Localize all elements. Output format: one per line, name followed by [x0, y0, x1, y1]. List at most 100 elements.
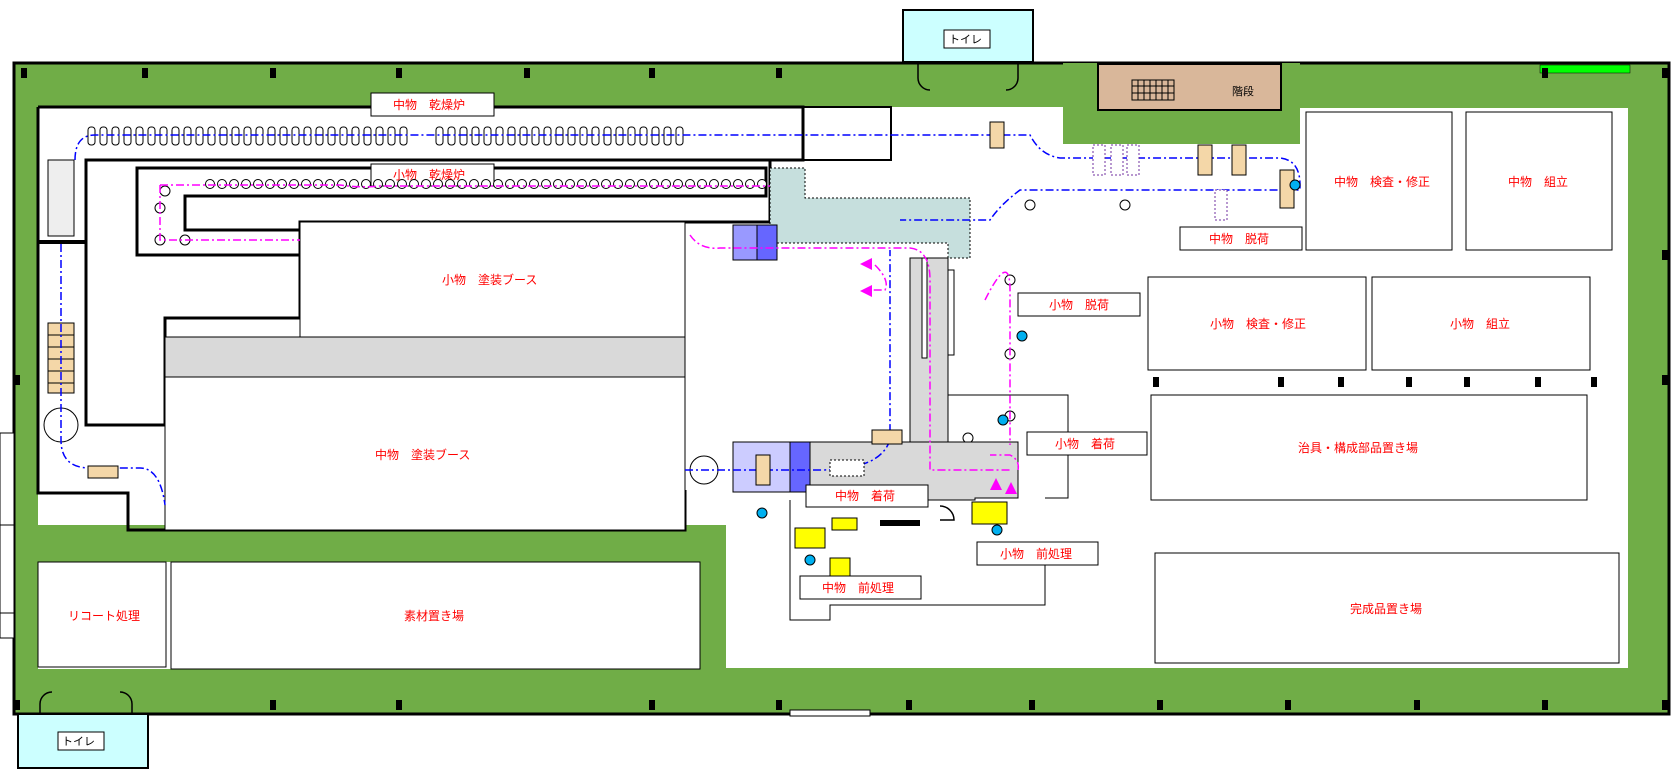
carrier-icon	[529, 179, 539, 189]
carrier-icon	[1119, 199, 1131, 211]
hanger-icon	[531, 126, 540, 146]
gray-vertical-track	[909, 257, 949, 443]
hanger-icon	[555, 126, 564, 146]
carrier-icon	[445, 179, 455, 189]
carrier-icon	[601, 179, 611, 189]
recoat-label: リコート処理	[68, 609, 140, 623]
pretreat-machine-5	[880, 520, 920, 526]
hanger-icon	[315, 126, 324, 146]
carrier-icon	[277, 179, 287, 189]
carrier-icon	[589, 179, 599, 189]
hanger-icon	[675, 126, 684, 146]
hanger-icon	[147, 126, 156, 146]
stairs	[1097, 63, 1282, 111]
hanger-icon	[507, 126, 516, 146]
west-lift-column	[38, 240, 86, 244]
hanger-icon	[495, 126, 504, 146]
small-inspect-room	[1147, 276, 1367, 371]
small-load-tag	[1026, 431, 1148, 456]
medium-paint-booth-label: 中物 塗装ブース	[375, 447, 470, 462]
oven-extension	[802, 106, 892, 161]
hanger-icon	[615, 126, 624, 146]
carrier-icon	[253, 179, 263, 189]
carrier-icon	[685, 179, 695, 189]
hanger-icon	[255, 126, 264, 146]
hanger-icon	[231, 126, 240, 146]
carrier-icon	[159, 185, 171, 197]
hanger-icon	[471, 126, 480, 146]
hanger-icon	[627, 126, 636, 146]
hanger-icon	[159, 126, 168, 146]
small-dry-oven-label: 小物 乾燥炉	[393, 168, 465, 182]
small-conveyor-line	[159, 184, 1020, 471]
carrier-icon	[265, 179, 275, 189]
hanger-outline-icon	[1092, 144, 1228, 221]
jig-parts-storage	[1150, 394, 1588, 501]
recoat-room	[37, 561, 167, 668]
hanger-icon	[87, 126, 96, 146]
small-paint-booth	[299, 221, 686, 338]
hanger-icon	[111, 126, 120, 146]
small-assembly-label: 小物 組立	[1450, 316, 1510, 331]
pretreat-machine-1	[794, 527, 826, 549]
hanger-icon	[387, 126, 396, 146]
hanger-icon	[135, 126, 144, 146]
carrier-icon	[241, 179, 251, 189]
teal-equipment-area	[769, 167, 971, 259]
carrier-icon	[721, 179, 731, 189]
medium-inspect-room	[1305, 111, 1453, 251]
exit-strip	[1539, 64, 1631, 74]
carrier-icon	[421, 179, 431, 189]
hanger-icon	[195, 126, 204, 146]
hanger-icon	[483, 126, 492, 146]
carrier-icon	[709, 179, 719, 189]
material-storage	[170, 561, 701, 670]
hanger-icon	[351, 126, 360, 146]
carrier-icon	[337, 179, 347, 189]
hanger-icon	[99, 126, 108, 146]
hanger-icon	[243, 126, 252, 146]
carrier-icon	[457, 179, 467, 189]
carrier-icon	[481, 179, 491, 189]
hanger-icon	[171, 126, 180, 146]
small-pretreat-label: 小物 前処理	[1000, 546, 1072, 561]
finished-storage-label: 完成品置き場	[1350, 601, 1422, 616]
arrow-icon	[860, 258, 1017, 494]
carrier-icon	[433, 179, 443, 189]
hanger-icon	[267, 126, 276, 146]
small-load-label: 小物 着荷	[1055, 436, 1115, 451]
gray-vertical-rail-2	[947, 269, 955, 356]
left-wall-stub	[0, 432, 15, 639]
hanger-icon	[207, 126, 216, 146]
hanger-icon	[579, 126, 588, 146]
hanger-icon	[663, 126, 672, 146]
carrier-icon	[745, 179, 755, 189]
small-dry-oven-wall	[135, 166, 768, 257]
carrier-icon	[505, 179, 515, 189]
carrier-icon	[733, 179, 743, 189]
hanger-icon	[639, 126, 648, 146]
toilet-bottom-tag	[57, 731, 105, 751]
hanger-icon	[363, 126, 372, 146]
hanger-icon	[435, 126, 444, 146]
stairs-treads-icon	[1131, 79, 1175, 101]
carrier-icon	[577, 179, 587, 189]
carrier-icon	[289, 179, 299, 189]
small-paint-booth-label: 小物 塗装ブース	[442, 272, 537, 287]
carrier-icon	[553, 179, 563, 189]
medium-load-tag	[805, 484, 929, 508]
small-unload-label: 小物 脱荷	[1049, 297, 1109, 312]
column-icon	[14, 68, 1668, 710]
medium-load-label: 中物 着荷	[835, 488, 895, 503]
hanger-icon	[291, 126, 300, 146]
hanger-icon	[543, 126, 552, 146]
carrier-icon	[625, 179, 635, 189]
blue-lift-small-door	[756, 224, 778, 261]
hanger-icon	[567, 126, 576, 146]
toilet-bottom-label: トイレ	[62, 735, 95, 748]
pretreat-machine-2	[829, 557, 851, 577]
small-pretreat-tag	[976, 541, 1099, 566]
hanger-icon	[603, 126, 612, 146]
hanger-icon	[375, 126, 384, 146]
carrier-icon	[613, 179, 623, 189]
